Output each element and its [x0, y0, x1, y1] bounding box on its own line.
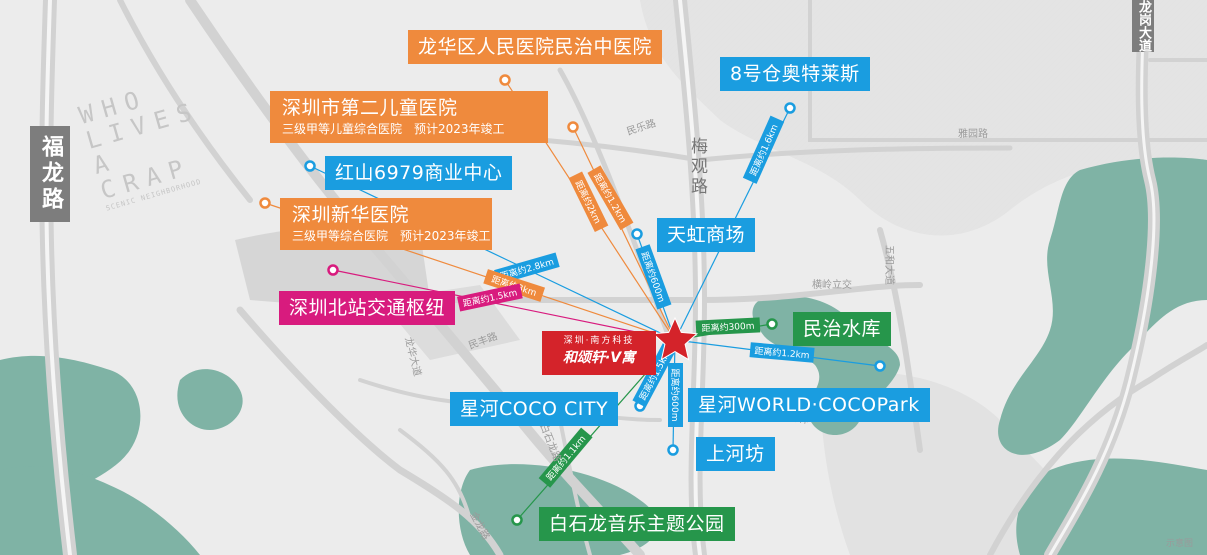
poi-hongshan[interactable]: 红山6979商业中心 — [325, 156, 513, 190]
marker-dot — [259, 197, 271, 209]
road-label-fulong: 福龙路 — [30, 126, 70, 222]
poi-shanghefang[interactable]: 上河坊 — [696, 437, 775, 471]
poi-name: 红山6979商业中心 — [335, 162, 503, 184]
project-logo-line2: 和颂轩·V寓 — [562, 350, 636, 366]
project-logo-line1: 深圳·南方科技 — [563, 336, 635, 346]
distance-tag-reservoir: 距离约300m — [695, 317, 761, 336]
poi-xinhua-hospital[interactable]: 深圳新华医院 三级甲等综合医院 预计2023年竣工 — [280, 198, 492, 250]
project-star-icon — [651, 316, 699, 361]
poi-name: 深圳新华医院 — [292, 204, 410, 226]
poi-name: 龙华区人民医院民治中医院 — [418, 36, 653, 58]
marker-dot — [766, 318, 778, 330]
poi-name: 上河坊 — [706, 443, 765, 465]
marker-dot — [667, 444, 679, 456]
poi-xinghe-coco[interactable]: 星河COCO CITY — [450, 392, 619, 426]
poi-outlets[interactable]: 8号仓奥特莱斯 — [720, 57, 870, 91]
svg-text:距离约600m: 距离约600m — [669, 369, 681, 422]
poi-minzhi-reservoir[interactable]: 民治水库 — [793, 312, 892, 346]
marker-dot — [784, 102, 796, 114]
marker-dot — [874, 360, 886, 372]
svg-text:距离约300m: 距离约300m — [701, 320, 755, 335]
poi-name: 深圳北站交通枢纽 — [289, 297, 446, 319]
green-area — [177, 369, 243, 430]
green-area — [0, 466, 200, 555]
poi-subtitle: 三级甲等儿童综合医院 预计2023年竣工 — [282, 122, 505, 136]
marker-dot — [327, 264, 339, 276]
marker-dot — [499, 74, 511, 86]
poi-baishilong-park[interactable]: 白石龙音乐主题公园 — [539, 507, 735, 541]
poi-longhua-hospital[interactable]: 龙华区人民医院民治中医院 — [408, 30, 663, 64]
map-caption: 示意图 — [1165, 539, 1193, 549]
poi-name: 星河COCO CITY — [460, 398, 609, 420]
road-label-hengjiang: 横岭立交 — [812, 278, 852, 291]
marker-dot — [631, 228, 643, 240]
poi-name: 民治水库 — [803, 318, 882, 340]
poi-name: 8号仓奥特莱斯 — [730, 63, 860, 85]
distance-tag-xinghe-world: 距离约1.2km — [749, 342, 815, 363]
poi-name: 天虹商场 — [667, 224, 746, 246]
endpoint-markers — [259, 74, 886, 526]
road-label-yayuan: 雅园路 — [958, 127, 988, 140]
poi-name: 星河WORLD·COCOPark — [698, 394, 920, 416]
road-label-longgang: 龙岗大道 — [1132, 0, 1154, 52]
poi-subtitle: 三级甲等综合医院 预计2023年竣工 — [292, 229, 491, 243]
poi-children-hospital[interactable]: 深圳市第二儿童医院 三级甲等儿童综合医院 预计2023年竣工 — [270, 91, 548, 143]
poi-name: 深圳市第二儿童医院 — [282, 97, 458, 119]
poi-xinghe-world[interactable]: 星河WORLD·COCOPark — [688, 388, 930, 422]
project-logo[interactable]: 深圳·南方科技 和颂轩·V寓 — [542, 331, 656, 375]
marker-dot — [567, 121, 579, 133]
marker-dot — [511, 514, 523, 526]
marker-dot — [304, 160, 316, 172]
distance-tag-shanghefang: 距离约600m — [668, 363, 683, 427]
road-label-wuhe: 五和大道 — [883, 245, 896, 285]
poi-name: 白石龙音乐主题公园 — [549, 513, 725, 535]
poi-tianhong[interactable]: 天虹商场 — [657, 218, 756, 252]
road-label-meiguan: 梅观路 — [687, 137, 707, 197]
poi-north-station[interactable]: 深圳北站交通枢纽 — [279, 291, 456, 325]
